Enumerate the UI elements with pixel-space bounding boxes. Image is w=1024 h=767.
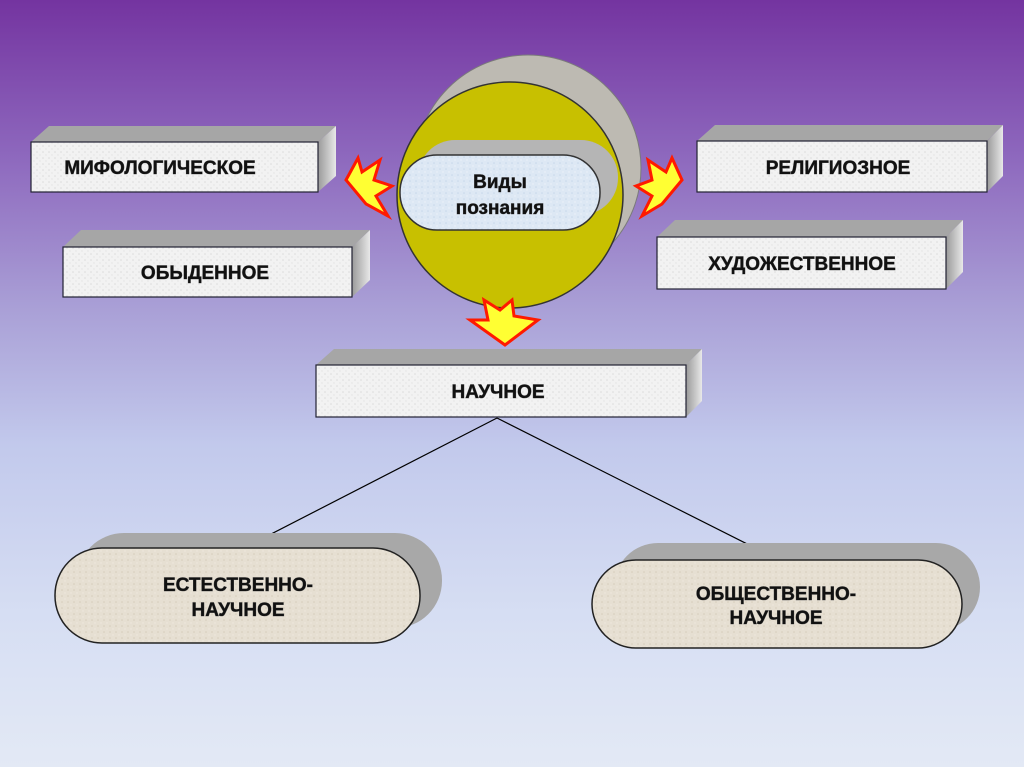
burst-arrow-down-icon — [465, 296, 542, 347]
connector-line-natural — [239, 417, 498, 551]
pill-label-line2: НАУЧНОЕ — [729, 608, 822, 629]
box-scientific: НАУЧНОЕ — [315, 349, 702, 418]
pill-label-line2: НАУЧНОЕ — [191, 600, 284, 621]
box-label: МИФОЛОГИЧЕСКОЕ — [64, 158, 255, 179]
box-label: ОБЫДЕННОЕ — [141, 263, 269, 284]
box-everyday: ОБЫДЕННОЕ — [62, 230, 370, 298]
center-title-line2: познания — [456, 198, 545, 219]
center-pill: Виды познания — [399, 140, 618, 231]
pill-social-scientific: ОБЩЕСТВЕННО- НАУЧНОЕ — [591, 543, 980, 649]
box-label: НАУЧНОЕ — [451, 382, 544, 403]
burst-arrow-left-icon — [344, 154, 396, 220]
pill-label-line1: ОБЩЕСТВЕННО- — [696, 584, 856, 605]
connector-line-social — [496, 417, 776, 559]
box-religious: РЕЛИГИОЗНОЕ — [696, 125, 1003, 193]
pill-label-line1: ЕСТЕСТВЕННО- — [163, 575, 313, 596]
pill-natural-scientific: ЕСТЕСТВЕННО- НАУЧНОЕ — [54, 533, 442, 644]
box-label: РЕЛИГИОЗНОЕ — [766, 158, 911, 179]
box-artistic: ХУДОЖЕСТВЕННОЕ — [656, 220, 963, 290]
box-label: ХУДОЖЕСТВЕННОЕ — [708, 254, 896, 275]
box-mythological: МИФОЛОГИЧЕСКОЕ — [30, 126, 336, 193]
center-title-line1: Виды — [473, 172, 527, 193]
burst-arrow-right-icon — [632, 154, 684, 220]
